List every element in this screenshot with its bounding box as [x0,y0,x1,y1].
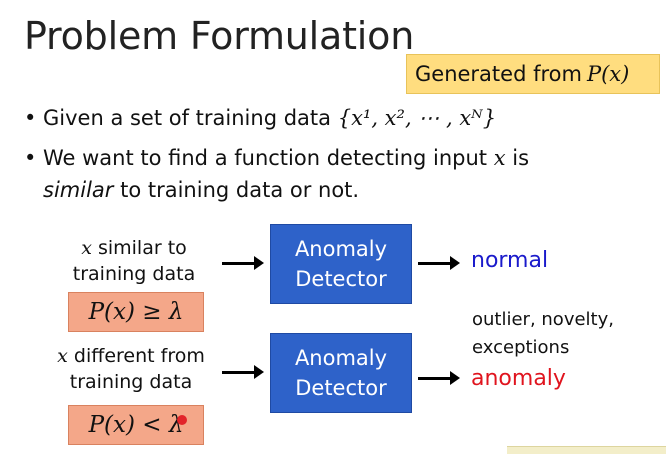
bullet-1-text: Given a set of training data [43,106,332,130]
inequality-box: P(x) < λ [68,405,204,445]
condition-line2: training data [72,263,196,285]
bullet-2-post: is [512,146,530,170]
condition-math: x [57,345,68,367]
bullet-2-pre: We want to find a function detecting inp… [43,146,488,170]
note-line1: outlier, novelty, [472,309,614,330]
callout-box: Generated from P(x) [406,54,660,94]
bullet-1-math: {x¹, x², ⋯ , xᴺ} [337,106,497,130]
anomaly-detector-box: Anomaly Detector [270,224,412,304]
arrow-right-icon [418,256,460,270]
bullet-dot: • [24,146,37,170]
note-line2: exceptions [472,337,570,358]
condition-different: x different from training data [48,343,214,395]
output-normal: normal [471,248,549,273]
anomaly-detector-box: Anomaly Detector [270,333,412,413]
bullet-2-emphasis: similar [43,178,114,202]
detector-label-line1: Anomaly [294,346,388,370]
slide-title: Problem Formulation [24,14,415,58]
bullet-dot: • [24,106,37,130]
arrow-right-icon [222,256,264,270]
inequality-box: P(x) ≥ λ [68,292,204,332]
condition-line2: training data [69,371,193,393]
condition-line1: different from [73,345,205,367]
bullet-2-rest: to training data or not. [120,178,360,202]
condition-similar: x similar to training data [54,235,214,287]
bullet-2-math: x [493,146,506,170]
arrow-right-icon [418,371,460,385]
arrow-right-icon [222,365,264,379]
output-anomaly: anomaly [471,366,566,391]
detector-label-line1: Anomaly [294,237,388,261]
detector-label-line2: Detector [295,376,387,400]
condition-line1: similar to [97,237,187,259]
anomaly-note: outlier, novelty, exceptions [472,306,614,362]
corner-strip [507,446,666,454]
condition-math: x [81,237,92,259]
callout-text: Generated from [415,62,582,86]
callout-math: P(x) [586,62,630,86]
detector-label-line2: Detector [295,267,387,291]
laser-pointer-icon [177,415,187,425]
